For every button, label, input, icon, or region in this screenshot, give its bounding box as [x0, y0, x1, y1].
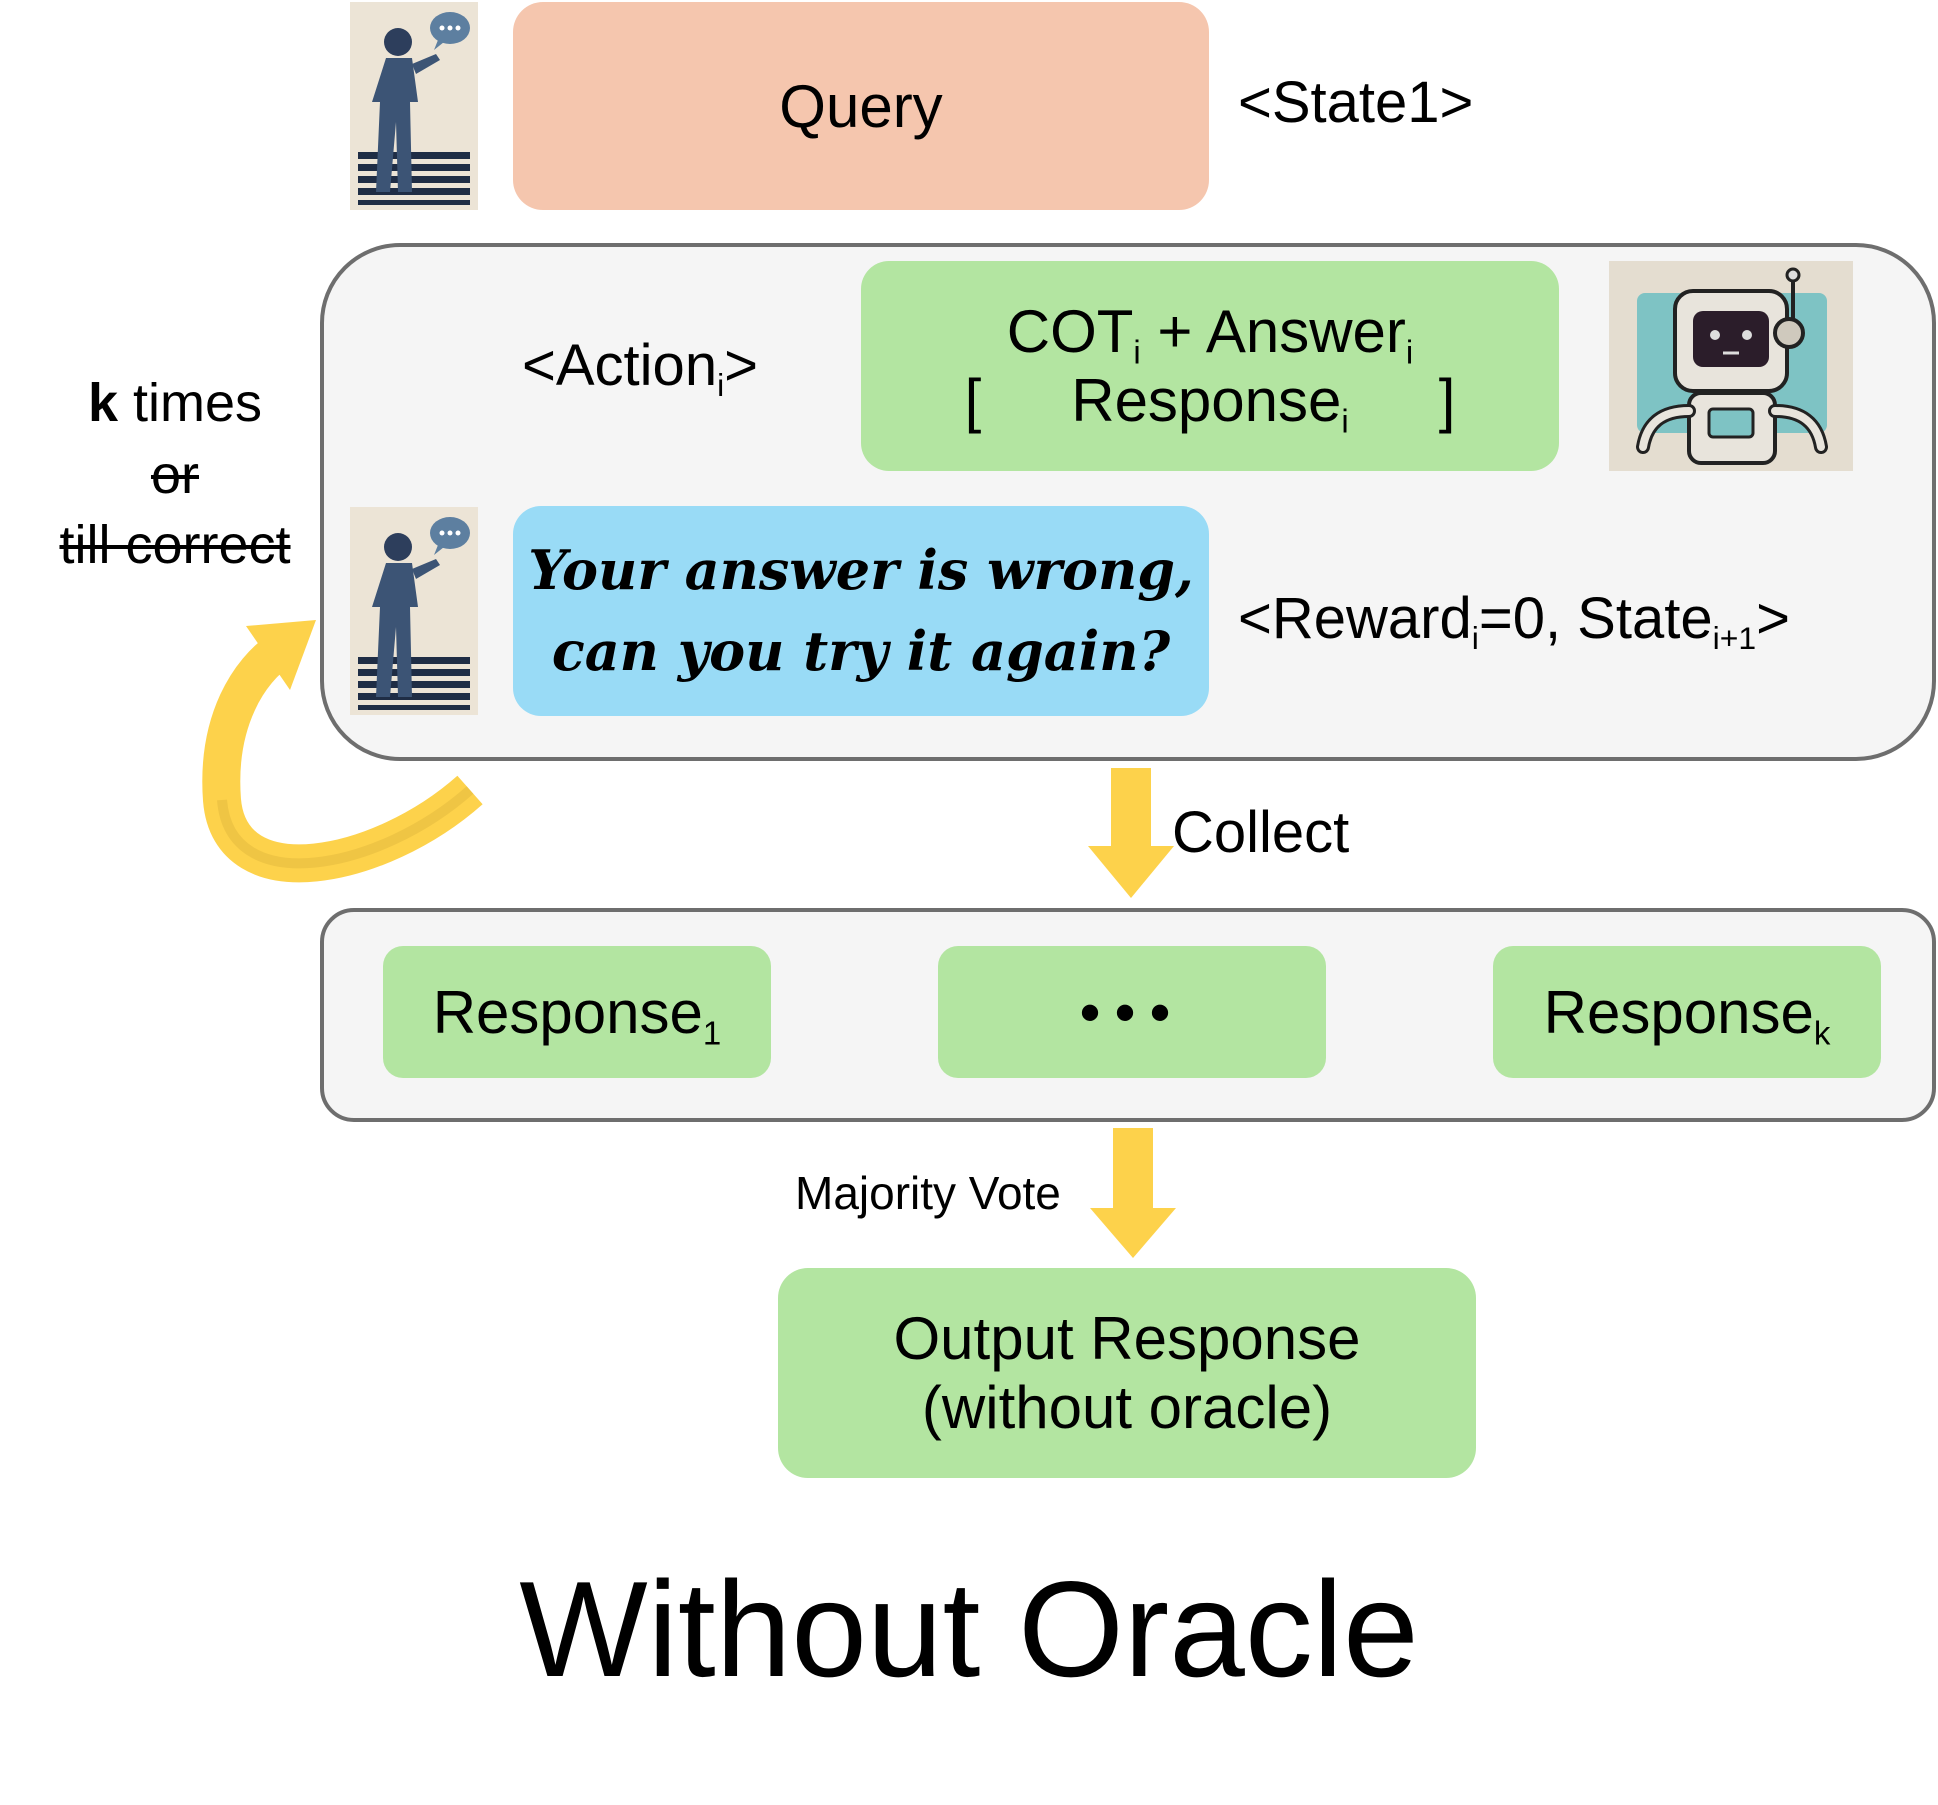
- majority-vote-label: Majority Vote: [795, 1167, 1061, 1219]
- user-avatar-loop: [350, 506, 478, 716]
- user-speaking-icon: [350, 2, 478, 210]
- collect-label: Collect: [1172, 800, 1350, 865]
- reward-state-label: <Rewardi=0, Statei+1>: [1238, 586, 1790, 657]
- or-label: or: [150, 445, 199, 505]
- caption-title: Without Oracle: [519, 1553, 1419, 1705]
- user-avatar-top: [350, 2, 478, 210]
- ellipsis: •••: [1079, 978, 1185, 1046]
- k-times-label: k times: [87, 373, 263, 433]
- response-line: [ Responsei ]: [964, 367, 1456, 440]
- robot-avatar: [1609, 261, 1853, 471]
- action-label: <Actioni>: [522, 333, 759, 404]
- down-arrow-icon: [1090, 1128, 1176, 1258]
- feedback-box: Your answer is wrong, can you try it aga…: [513, 506, 1209, 716]
- response-first-box: Response1: [383, 946, 771, 1078]
- feedback-line-1: Your answer is wrong,: [528, 538, 1194, 602]
- till-correct-label: till correct: [59, 515, 291, 575]
- output-line-2: (without oracle): [921, 1374, 1333, 1441]
- output-line-1: Output Response: [893, 1305, 1361, 1372]
- query-box: Query: [513, 2, 1209, 210]
- user-speaking-icon: [350, 507, 478, 715]
- robot-icon: [1609, 261, 1853, 471]
- down-arrow-icon: [1088, 768, 1174, 898]
- query-label: Query: [779, 72, 943, 140]
- feedback-line-2: can you try it again?: [551, 619, 1171, 683]
- cot-answer-line: COTi + Answeri: [1006, 298, 1414, 371]
- response-last-box: Responsek: [1493, 946, 1881, 1078]
- cot-answer-box: COTi + Answeri [ Responsei ]: [861, 261, 1559, 471]
- response-ellipsis-box: •••: [938, 946, 1326, 1078]
- state1-label: <State1>: [1238, 70, 1474, 135]
- output-response-box: Output Response (without oracle): [778, 1268, 1476, 1478]
